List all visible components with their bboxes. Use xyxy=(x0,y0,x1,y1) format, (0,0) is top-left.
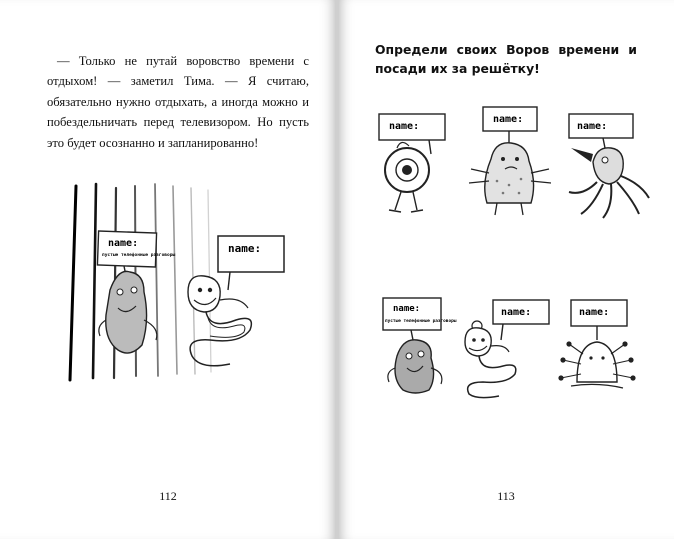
monster-snake: name: xyxy=(464,299,550,399)
monster-octopus: name: xyxy=(568,113,650,219)
monster-many-eyes: name: xyxy=(558,299,636,389)
jail-illustration: name: пустые телефонные разговоры name: xyxy=(68,182,285,382)
sign-label-3: name: xyxy=(577,121,607,132)
story-paragraph: — Только не путай воровство времени с от… xyxy=(47,53,309,150)
worksheet-heading: Определи своих Воров времени и посади их… xyxy=(375,42,637,76)
sign-label-1: name: xyxy=(389,121,419,132)
right-page: Определи своих Воров времени и посади их… xyxy=(339,0,674,539)
small-sign-caption: пустые телефонные разговоры xyxy=(385,317,457,324)
jail-big-sign: name: xyxy=(228,242,261,255)
left-page: — Только не путай воровство времени с от… xyxy=(0,0,335,539)
monster-phone-calls: name: пустые телефонные разговоры xyxy=(382,297,457,394)
jail-sign-caption: пустые телефонные разговоры xyxy=(102,251,175,258)
monster-spotted-blob: name: xyxy=(468,106,552,216)
sign-label-4: name: xyxy=(393,304,420,314)
book-gutter xyxy=(335,0,339,539)
monster-eyeball: name: xyxy=(378,113,446,213)
sign-label-2: name: xyxy=(493,114,523,125)
sign-label-6: name: xyxy=(579,307,609,318)
page-number-left: 112 xyxy=(159,489,177,503)
jail-sign-title: name: xyxy=(108,238,138,249)
page-number-right: 113 xyxy=(497,489,515,503)
sign-label-5: name: xyxy=(501,307,531,318)
